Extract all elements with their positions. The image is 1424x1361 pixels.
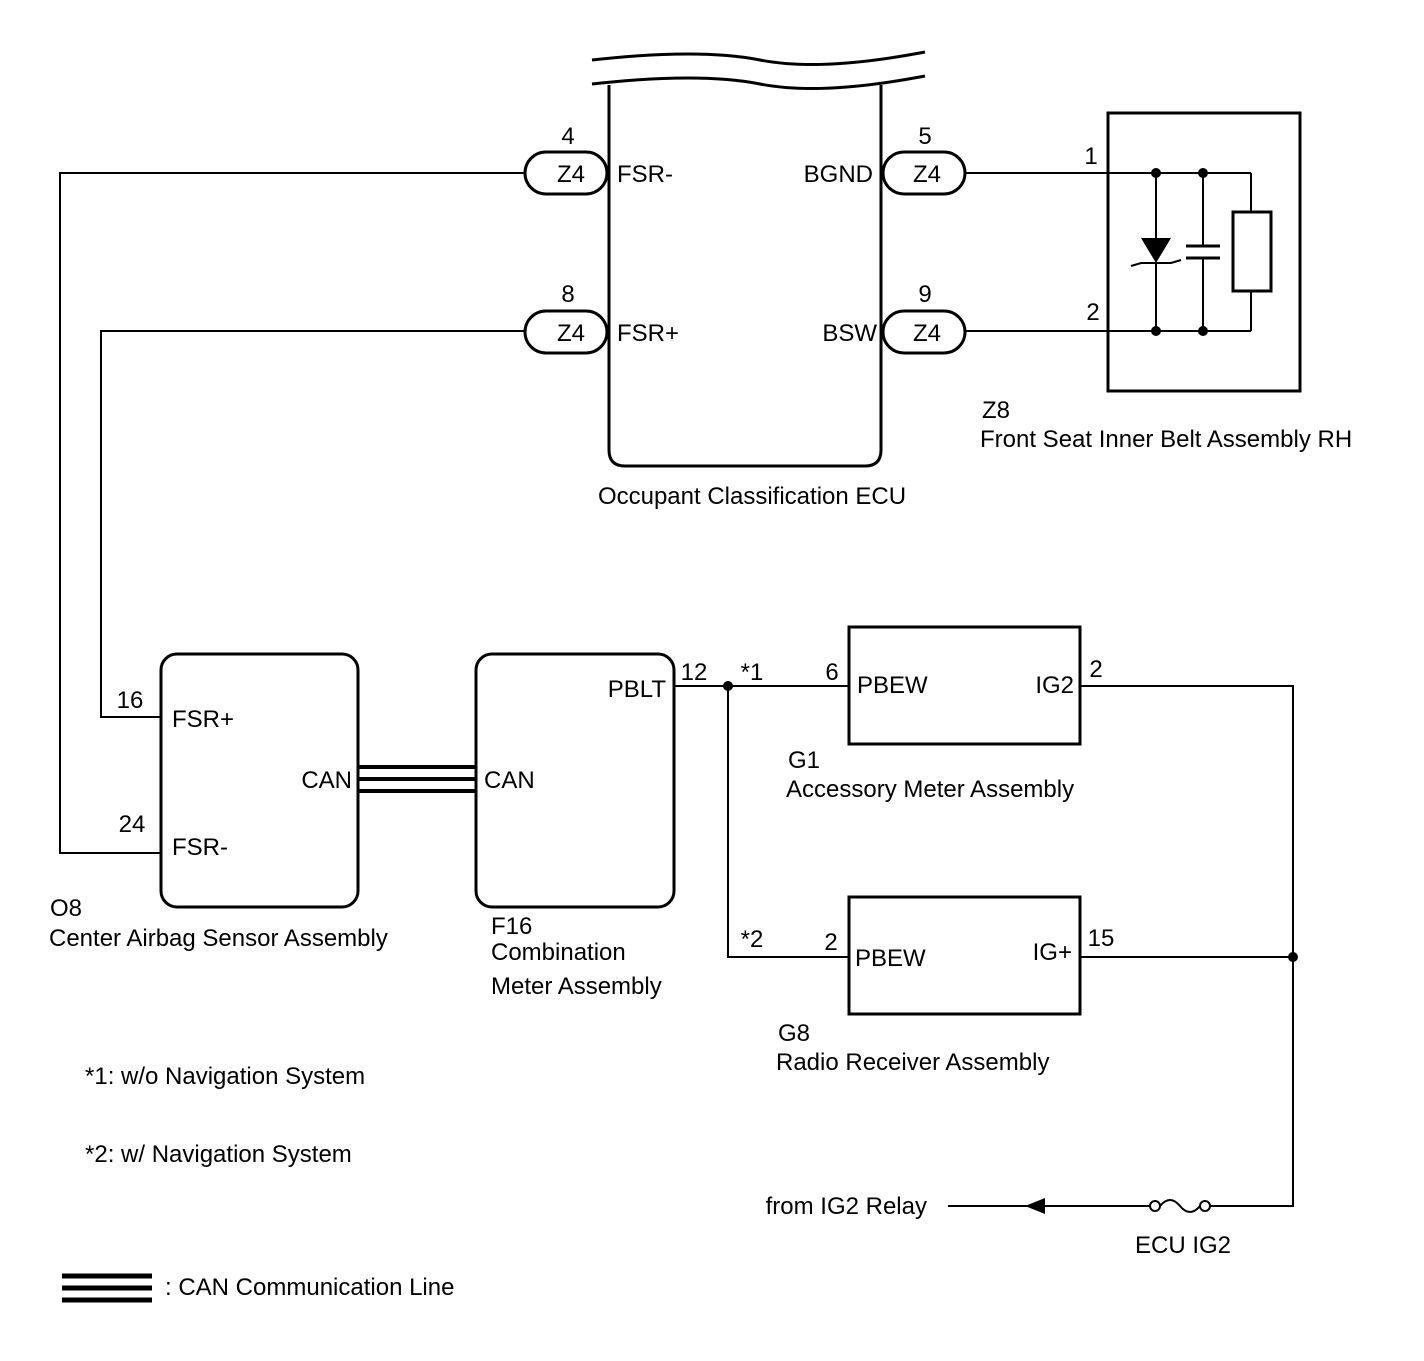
front-seat-inner-belt-assembly: 1 2 Z8 Front Seat Inner Belt Assembly RH (980, 111, 1352, 453)
fuse-label: ECU IG2 (1135, 1232, 1231, 1259)
resistor-symbol (1231, 210, 1273, 293)
junction-dot (1288, 952, 1298, 962)
radio-terminal-pbew: PBEW (855, 945, 926, 972)
airbag-pin-16: 16 (117, 687, 144, 714)
accessory-terminal-ig2: IG2 (1035, 672, 1074, 699)
ecu-name: Occupant Classification ECU (598, 483, 906, 510)
pin-label: 4 (561, 123, 574, 150)
airbag-terminal-fsr-plus: FSR+ (172, 706, 234, 733)
center-airbag-sensor-assembly: FSR+ CAN FSR- 16 24 O8 Center Airbag Sen… (49, 652, 388, 952)
pin-label: 9 (918, 281, 931, 308)
legend-can-line: : CAN Communication Line (62, 1273, 454, 1303)
ecu-terminal-fsr-plus: FSR+ (617, 320, 679, 347)
meter-pin-12: 12 (681, 659, 708, 686)
connector-z4-fsr-minus: Z4 4 (523, 123, 609, 196)
radio-pin-15: 15 (1088, 925, 1115, 952)
radio-terminal-ig-plus: IG+ (1033, 939, 1072, 966)
meter-terminal-can: CAN (484, 767, 535, 794)
accessory-code: G1 (788, 747, 820, 774)
radio-name: Radio Receiver Assembly (776, 1049, 1049, 1076)
combination-meter-assembly: PBLT CAN 12 F16 Combination Meter Assemb… (474, 652, 708, 1000)
accessory-pin-6: 6 (825, 659, 838, 686)
pin-label: 8 (561, 281, 574, 308)
legend-text: : CAN Communication Line (165, 1274, 454, 1301)
airbag-code: O8 (50, 895, 82, 922)
meter-code: F16 (491, 913, 532, 940)
break-line-top (591, 50, 926, 66)
connector-z4-bgnd: Z4 5 (881, 123, 967, 196)
airbag-terminal-can: CAN (301, 767, 352, 794)
belt-name: Front Seat Inner Belt Assembly RH (980, 426, 1352, 453)
ecu-terminal-bgnd: BGND (804, 161, 873, 188)
wire-fsr-plus (100, 330, 525, 718)
wire-fsr-minus (59, 172, 525, 854)
power-source-label: from IG2 Relay (766, 1193, 927, 1220)
svg-text:Z4: Z4 (557, 320, 585, 347)
fuse-ecu-ig2: ECU IG2 (1135, 1199, 1231, 1259)
meter-name-line2: Meter Assembly (491, 973, 662, 1000)
belt-pin-1: 1 (1084, 143, 1097, 170)
connector-z4-fsr-plus: Z4 8 (523, 281, 609, 355)
meter-terminal-pblt: PBLT (608, 676, 667, 703)
break-line-bottom (591, 74, 926, 90)
note-2: *2: w/ Navigation System (85, 1141, 352, 1168)
airbag-terminal-fsr-minus: FSR- (172, 834, 228, 861)
radio-code: G8 (778, 1020, 810, 1047)
radio-receiver-assembly: PBEW IG+ 2 15 G8 Radio Receiver Assembly (776, 895, 1115, 1076)
occupant-classification-ecu: Occupant Classification ECU FSR- FSR+ BG… (591, 50, 926, 510)
note-mark-2: *2 (741, 926, 764, 953)
radio-pin-2: 2 (824, 929, 837, 956)
note-1: *1: w/o Navigation System (85, 1063, 365, 1090)
junction-dot (723, 681, 733, 691)
airbag-name: Center Airbag Sensor Assembly (49, 925, 388, 952)
accessory-terminal-pbew: PBEW (857, 672, 928, 699)
connector-z4-bsw: Z4 9 (881, 281, 967, 355)
note-mark-1: *1 (741, 659, 764, 686)
accessory-name: Accessory Meter Assembly (786, 776, 1074, 803)
belt-pin-2: 2 (1086, 299, 1099, 326)
meter-name-line1: Combination (491, 939, 626, 966)
pin-label: 5 (918, 123, 931, 150)
accessory-meter-assembly: PBEW IG2 6 2 G1 Accessory Meter Assembly (786, 625, 1103, 803)
ecu-terminal-bsw: BSW (822, 320, 877, 347)
ecu-terminal-fsr-minus: FSR- (617, 161, 673, 188)
svg-text:Z4: Z4 (913, 161, 941, 188)
can-bus-lines (358, 765, 476, 793)
wire-ig2-power (1080, 685, 1294, 1207)
wire-pblt-to-radio (727, 686, 849, 958)
svg-text:Z4: Z4 (913, 320, 941, 347)
accessory-pin-2: 2 (1089, 656, 1102, 683)
svg-text:Z4: Z4 (557, 161, 585, 188)
zener-diode-symbol (1141, 238, 1171, 263)
airbag-pin-24: 24 (119, 811, 146, 838)
arrow-icon (1025, 1198, 1045, 1214)
belt-code: Z8 (982, 397, 1010, 424)
